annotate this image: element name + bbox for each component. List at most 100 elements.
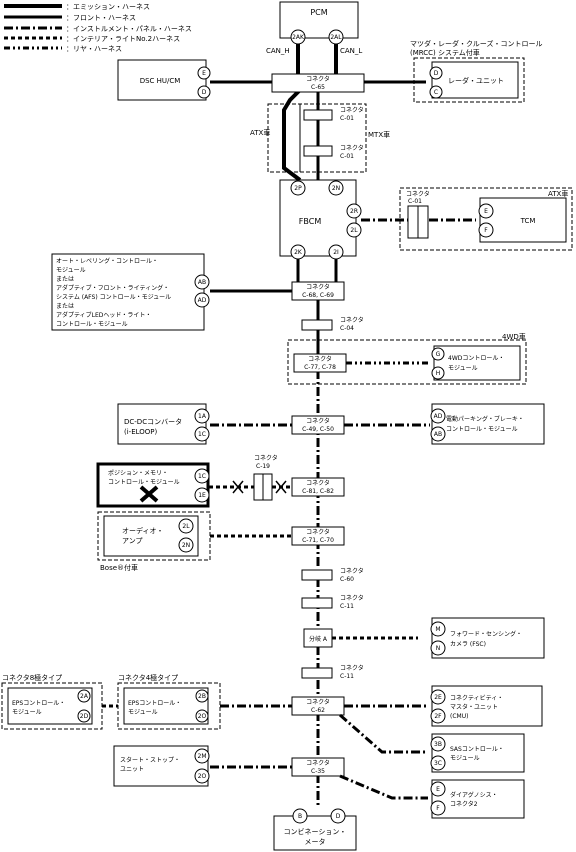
startstop-line-2: ユニット: [120, 766, 144, 773]
c60-word: コネクタ: [340, 567, 364, 575]
legend: ：エミッション・ハーネス ：フロント・ハーネス ：インストルメント・パネル・ハー…: [4, 3, 192, 53]
audio-pin-l: 2N: [182, 542, 190, 549]
awd-pin-l: H: [436, 370, 441, 377]
diag-module: ダイアグノシス・ コネクタ2 E F: [430, 779, 525, 819]
eps4-line-2: モジュール: [128, 709, 158, 716]
audio-pin-h: 2L: [182, 523, 190, 530]
bose-label: Bose®付車: [100, 563, 138, 572]
fbcm-pin-out-h: 2K: [294, 249, 303, 256]
radar-pin-h: D: [434, 70, 439, 77]
sas-pin-h: 3B: [434, 741, 442, 748]
headlight-line-7: アダプティブLEDヘッド・ライト・: [56, 311, 151, 319]
c60-id: C-60: [340, 576, 354, 583]
pcm-label: PCM: [310, 8, 327, 17]
dsc-pin-l: D: [202, 89, 207, 96]
fbcm-module: FBCM 2P 2N 2R 2L 2K 2I: [279, 179, 362, 260]
startstop-pin-h: 2M: [198, 753, 207, 760]
awd-module: 4WD車 コネクタ C-77, C-78 4WDコントロール・ モジュール G …: [287, 332, 527, 385]
cmu-module: コネクティビティ・ マスタ・ユニット (CMU) 2E 2F: [344, 685, 543, 727]
c19-word: コネクタ: [254, 454, 278, 462]
not-connected-cross: [139, 485, 159, 503]
cmu-pin-h: 2E: [434, 694, 442, 701]
c35-word: コネクタ: [306, 759, 330, 767]
legend-emission: ：エミッション・ハーネス: [66, 3, 150, 11]
combi-line-2: メータ: [305, 837, 326, 846]
c04-id: C-04: [340, 325, 354, 332]
radar-pin-l: C: [434, 89, 438, 96]
eps8-line-1: EPSコントロール・: [12, 700, 65, 707]
audio-module: オーディオ・ アンプ 2L 2N Bose®付車: [97, 511, 292, 572]
camera-line-1: フォワード・センシング・: [450, 630, 522, 638]
c01a-id: C-01: [340, 115, 354, 122]
legend-rear: ：リヤ・ハーネス: [66, 45, 122, 53]
legend-instrument-panel: ：インストルメント・パネル・ハーネス: [66, 25, 192, 33]
headlight-pin-h: AB: [198, 279, 206, 286]
dcdc-pin-l: 1C: [198, 431, 206, 438]
combi-pin-l: D: [336, 813, 341, 820]
headlight-line-5: システム (AFS) コントロール・モジュール: [56, 294, 171, 301]
startstop-line-1: スタート・ストップ・: [120, 756, 180, 764]
c11b-word: コネクタ: [340, 664, 364, 672]
eps8-pin-l: 2D: [80, 713, 89, 720]
headlight-line-3: または: [56, 276, 74, 283]
branch-label: 分岐 A: [309, 635, 328, 643]
combination-meter: コンビネーション・ メータ B D: [273, 808, 357, 851]
c35-id: C-35: [311, 768, 325, 775]
awd-line-1: 4WDコントロール・: [448, 355, 504, 362]
c65-id: C-65: [311, 84, 325, 91]
diag-line-2: コネクタ2: [450, 800, 478, 808]
c62-id: C-62: [311, 707, 325, 714]
cmu-line-2: マスタ・ユニット: [450, 703, 498, 711]
connector-c35: コネクタ C-35: [291, 757, 345, 777]
tcm-module: ATX車 コネクタ C-01 TCM E F: [361, 187, 573, 251]
c77-id: C-77, C-78: [304, 364, 336, 371]
epb-pin-h: AD: [434, 413, 443, 420]
eps8-group-label: コネクタ8極タイプ: [2, 673, 62, 682]
mtx-right-label: MTX車: [368, 130, 390, 139]
camera-pin-h: M: [435, 626, 440, 633]
c68-id: C-68, C-69: [302, 292, 334, 299]
c01c-id: C-01: [408, 198, 422, 205]
c11a-id: C-11: [340, 603, 354, 610]
dcdc-line-2: (i-ELOOP): [124, 428, 158, 436]
dsc-label: DSC HU/CM: [140, 77, 181, 85]
audio-line-2: アンプ: [122, 537, 143, 545]
cut-mark-left: [232, 480, 244, 494]
radar-title-1: マツダ・レーダ・クルーズ・コントロール: [410, 39, 542, 48]
c11a-word: コネクタ: [340, 594, 364, 602]
startstop-pin-l: 2O: [198, 773, 207, 780]
epb-pin-l: AB: [434, 431, 442, 438]
connector-c62: コネクタ C-62: [291, 696, 345, 716]
fbcm-pin-in-l: 2N: [332, 185, 340, 192]
headlight-pin-l: AD: [198, 297, 207, 304]
camera-pin-l: N: [436, 645, 441, 652]
fbcm-pin-in-h: 2P: [294, 185, 302, 192]
memory-pin-l: 1E: [198, 492, 206, 499]
cmu-line-1: コネクティビティ・: [450, 694, 503, 702]
pcm-module: PCM 2AK 2AL CAN_H CAN_L: [266, 1, 362, 55]
eps4-module: コネクタ4極タイプ EPSコントロール・ モジュール 2B 2O: [117, 673, 292, 730]
radar-title-2: (MRCC) システム付車: [410, 48, 480, 57]
memory-pin-h: 1C: [198, 473, 206, 480]
c77-word: コネクタ: [308, 355, 332, 363]
dsc-pin-h: E: [202, 70, 206, 77]
connector-c04: コネクタ C-04: [301, 316, 364, 332]
headlight-line-2: モジュール: [56, 267, 86, 274]
combi-pin-h: B: [298, 813, 302, 820]
sas-line-1: SASコントロール・: [450, 746, 504, 753]
c49-id: C-49, C-50: [302, 426, 334, 433]
eps4-pin-l: 2O: [198, 713, 207, 720]
diag-pin-l: F: [436, 805, 440, 812]
c01b-id: C-01: [340, 153, 354, 160]
c49-word: コネクタ: [306, 417, 330, 425]
dcdc-pin-h: 1A: [198, 413, 207, 420]
c65-word: コネクタ: [306, 75, 330, 83]
connector-c11-lower: コネクタ C-11: [301, 664, 364, 680]
eps8-line-2: モジュール: [12, 709, 42, 716]
tcm-pin-h: E: [484, 208, 488, 215]
fbcm-pin-t-l: 2L: [350, 227, 358, 234]
dcdc-module: DC-DCコンバータ (i-ELOOP) 1A 1C: [117, 403, 292, 445]
connector-c65: コネクタ C-65: [271, 73, 365, 93]
memory-line-2: コントロール・モジュール: [108, 479, 180, 486]
fbcm-pin-t-h: 2R: [350, 208, 358, 215]
